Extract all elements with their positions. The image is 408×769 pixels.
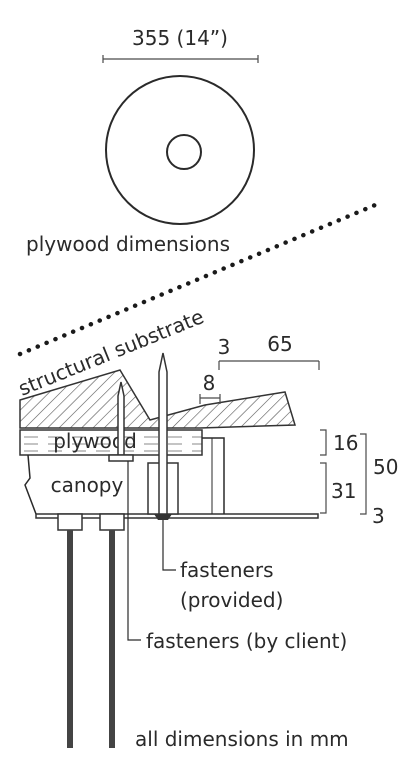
dimension-50-label: 50: [373, 455, 398, 479]
canopy-label: canopy: [51, 473, 124, 497]
dimension-3-bottom-label: 3: [372, 504, 385, 528]
fasteners-client-label: fasteners (by client): [146, 629, 347, 653]
dimension-3-label: 3: [218, 335, 231, 359]
plywood-layer: [19, 429, 203, 456]
dimension-16-bracket: [320, 429, 327, 456]
dimension-31-label: 31: [331, 479, 356, 503]
fasteners-client-leader: [127, 461, 141, 641]
dotted-divider: [17, 200, 383, 357]
dimension-8-label: 8: [203, 371, 216, 395]
diameter-label: 355 (14”): [132, 26, 228, 50]
provided-fastener-head: [154, 514, 172, 520]
client-fastener: [117, 381, 125, 456]
dimension-65-label: 65: [267, 332, 292, 356]
structural-substrate-section: [19, 369, 297, 429]
right-stem-nut: [99, 513, 125, 531]
dimension-50-bracket: [360, 433, 367, 515]
right-stem: [109, 530, 115, 748]
fasteners-provided-label-line1: fasteners: [180, 558, 274, 582]
canopy-riser: [202, 437, 225, 514]
fasteners-provided-leader: [162, 520, 176, 571]
dimension-16-label: 16: [333, 431, 358, 455]
fasteners-provided-label-line2: (provided): [180, 588, 283, 612]
plywood-dimensions-caption: plywood dimensions: [26, 232, 230, 256]
all-dimensions-note: all dimensions in mm: [135, 727, 349, 751]
provided-fastener: [158, 352, 168, 515]
left-stem: [67, 530, 73, 748]
client-fastener-washer: [108, 454, 134, 462]
plywood-disc-outline: [105, 75, 255, 225]
canopy-left-edge: [24, 454, 37, 515]
left-stem-nut: [57, 513, 83, 531]
center-hole: [166, 134, 202, 170]
dimension-31-bracket: [320, 462, 327, 514]
